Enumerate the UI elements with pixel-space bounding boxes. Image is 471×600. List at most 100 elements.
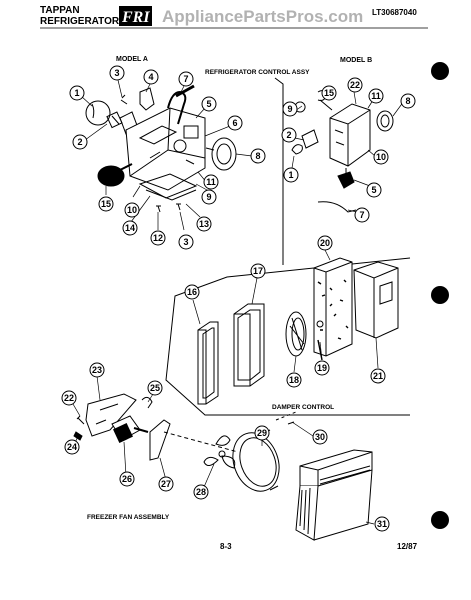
callout-a7: 7 — [178, 71, 194, 87]
svg-text:16: 16 — [187, 287, 197, 297]
svg-text:9: 9 — [287, 104, 292, 114]
callout-f27: 27 — [158, 476, 174, 492]
svg-text:6: 6 — [232, 118, 237, 128]
model-b-control-assembly — [291, 90, 394, 213]
callout-f24: 24 — [64, 439, 80, 455]
model-number: LT30687040 — [372, 8, 417, 17]
callout-f22: 22 — [61, 390, 77, 406]
callout-d19: 19 — [314, 360, 330, 376]
model-b-dial — [376, 110, 394, 132]
svg-text:9: 9 — [206, 192, 211, 202]
damper-disk-part — [285, 311, 307, 357]
callout-f23: 23 — [89, 362, 105, 378]
callout-a6: 6 — [227, 115, 243, 131]
svg-text:4: 4 — [148, 72, 153, 82]
revision-date: 12/87 — [397, 542, 418, 551]
binder-hole-middle — [431, 286, 449, 304]
control-assy-label: REFRIGERATOR CONTROL ASSY — [205, 69, 310, 76]
fan-grille-cover — [295, 449, 373, 541]
damper-gasket-part — [197, 321, 219, 405]
callout-f25: 25 — [147, 380, 163, 396]
svg-text:26: 26 — [122, 474, 132, 484]
bracket-screw-part — [76, 415, 85, 425]
mounting-plate — [138, 173, 198, 199]
svg-text:19: 19 — [317, 363, 327, 373]
fan-bracket-part — [85, 393, 137, 437]
callout-b7: 7 — [354, 207, 370, 223]
callout-b5: 5 — [366, 182, 382, 198]
callout-b22: 22 — [347, 77, 363, 93]
frigidaire-logo: FRI — [119, 6, 152, 26]
callout-d18: 18 — [286, 372, 302, 388]
svg-text:5: 5 — [371, 185, 376, 195]
svg-text:3: 3 — [183, 237, 188, 247]
callout-a13: 13 — [196, 216, 212, 232]
binder-hole-top — [431, 62, 449, 80]
callout-a5: 5 — [201, 96, 217, 112]
callout-b2: 2 — [281, 127, 297, 143]
callout-d17: 17 — [250, 263, 266, 279]
model-b-housing — [329, 103, 371, 167]
svg-text:31: 31 — [377, 519, 387, 529]
callout-d21: 21 — [370, 368, 386, 384]
freezer-fan-assembly — [73, 393, 373, 541]
callout-f30: 30 — [312, 429, 328, 445]
callout-a2: 2 — [72, 134, 88, 150]
motor-part — [97, 165, 125, 187]
callout-b10: 10 — [373, 149, 389, 165]
brand-line-1: TAPPAN — [40, 5, 80, 16]
model-b-capillary — [317, 201, 357, 213]
svg-text:8: 8 — [255, 151, 260, 161]
svg-text:1: 1 — [74, 88, 79, 98]
svg-text:22: 22 — [64, 393, 74, 403]
screw-part-top — [120, 94, 128, 105]
svg-text:3: 3 — [114, 68, 119, 78]
model-a-control-assembly — [85, 84, 237, 213]
control-housing — [125, 107, 206, 191]
light-bulb-part — [85, 100, 123, 129]
svg-text:10: 10 — [376, 152, 386, 162]
svg-text:25: 25 — [150, 383, 160, 393]
callout-a3-top: 3 — [109, 65, 125, 81]
model-a-label: MODEL A — [116, 56, 148, 63]
screw-part-bottom-left — [156, 205, 161, 213]
svg-text:18: 18 — [289, 375, 299, 385]
callout-d16: 16 — [184, 284, 200, 300]
model-b-nut — [294, 101, 306, 113]
callout-f31: 31 — [374, 516, 390, 532]
svg-text:2: 2 — [286, 130, 291, 140]
model-b-tube — [319, 99, 333, 111]
fan-clip-part — [141, 396, 153, 409]
svg-text:8: 8 — [405, 96, 410, 106]
svg-text:28: 28 — [196, 487, 206, 497]
damper-housing-part — [313, 257, 353, 357]
svg-text:27: 27 — [161, 479, 171, 489]
callout-a14: 14 — [122, 220, 138, 236]
model-b-socket — [301, 129, 319, 149]
svg-text:11: 11 — [206, 177, 216, 187]
damper-leaders — [192, 249, 379, 373]
svg-text:22: 22 — [350, 80, 360, 90]
callout-b9: 9 — [282, 101, 298, 117]
svg-text:17: 17 — [253, 266, 263, 276]
callout-a12: 12 — [150, 230, 166, 246]
damper-cover-part — [353, 261, 399, 339]
svg-text:12: 12 — [153, 233, 163, 243]
freezer-fan-label: FREEZER FAN ASSEMBLY — [87, 514, 170, 521]
svg-text:15: 15 — [324, 88, 334, 98]
fan-blade-part — [203, 435, 236, 469]
damper-control-assembly — [197, 257, 399, 405]
callout-a4: 4 — [143, 69, 159, 85]
svg-text:7: 7 — [359, 210, 364, 220]
svg-text:5: 5 — [206, 99, 211, 109]
svg-text:2: 2 — [77, 137, 82, 147]
callout-d20: 20 — [317, 235, 333, 251]
model-b-bulb — [291, 144, 303, 155]
callout-b8: 8 — [400, 93, 416, 109]
callout-bubbles: 1 2 3 4 7 5 6 8 11 9 10 14 12 3 13 15 9 … — [61, 65, 416, 532]
callout-a9: 9 — [201, 189, 217, 205]
callout-a15: 15 — [98, 196, 114, 212]
control-knob-part — [205, 137, 237, 171]
